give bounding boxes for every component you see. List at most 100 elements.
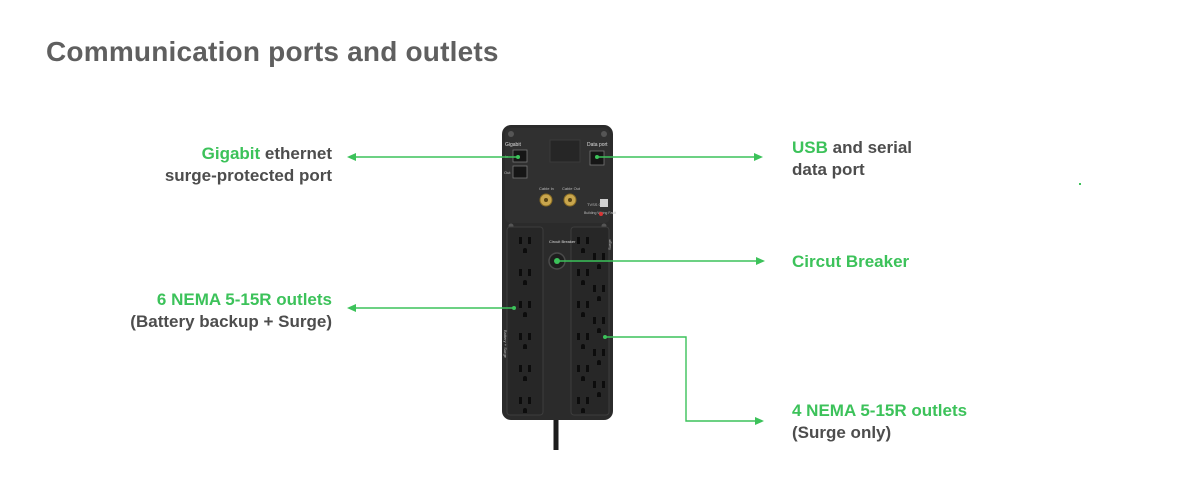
outlet-slot [519, 397, 522, 404]
display-window [549, 139, 581, 163]
outlet-ground-hole [581, 248, 585, 253]
gigabit-arrowhead [347, 153, 356, 161]
wiring-fault-led [599, 212, 603, 216]
outlet-ground-hole [523, 248, 527, 253]
battery-outlets-arrowhead [347, 304, 356, 312]
surge-side-label: Surge [607, 239, 612, 250]
tvss-label: TVSS GND [587, 202, 608, 207]
outlet-ground-hole [597, 360, 601, 365]
battery-outlet-bank [506, 226, 544, 416]
battery-outlets-label: 6 NEMA 5-15R outlets (Battery backup + S… [92, 289, 332, 333]
surge-outlets-anchor-dot [603, 335, 607, 339]
outlet-slot [519, 301, 522, 308]
battery-outlets-anchor-dot [512, 306, 516, 310]
outlet-slot [577, 269, 580, 276]
outlet-ground-hole [597, 296, 601, 301]
outlet-slot [528, 237, 531, 244]
outlet-slot [577, 333, 580, 340]
outlet-ground-hole [581, 280, 585, 285]
outlet-slot [586, 237, 589, 244]
gigabit-port-label: Gigabit [505, 142, 521, 148]
gigabit-rest: ethernet [260, 144, 332, 163]
tvss-ground-screw [600, 199, 608, 207]
cable-out-label: Cable Out [562, 186, 581, 191]
battery-surge-side-label: Battery + Surge [503, 330, 508, 359]
outlet-slot [593, 253, 596, 260]
usb-arrowhead [754, 153, 763, 161]
battery-outlets-line2: (Battery backup + Surge) [130, 312, 332, 331]
screw [508, 131, 514, 137]
surge-outlets-highlight: 4 NEMA 5-15R outlets [792, 401, 968, 420]
usb-anchor-dot [595, 155, 599, 159]
outlet-slot [519, 237, 522, 244]
outlet-slot [602, 317, 605, 324]
usb-line2: data port [792, 160, 865, 179]
coax-out-center [568, 198, 572, 202]
outlet-slot [586, 301, 589, 308]
outlet-slot [528, 333, 531, 340]
surge-outlets-arrowhead [755, 417, 764, 425]
ethernet-port-in [512, 149, 528, 163]
outlet-ground-hole [523, 344, 527, 349]
circuit-breaker-device-label: Circuit Breaker [549, 239, 576, 244]
outlet-slot [528, 397, 531, 404]
surge-outlets-line2: (Surge only) [792, 423, 892, 442]
outlet-ground-hole [523, 376, 527, 381]
outlet-slot [528, 269, 531, 276]
outlet-ground-hole [581, 408, 585, 413]
outlet-ground-hole [523, 280, 527, 285]
outlet-slot [519, 269, 522, 276]
outlet-ground-hole [597, 264, 601, 269]
gigabit-line2: surge-protected port [164, 166, 332, 185]
outlet-ground-hole [597, 392, 601, 397]
breaker-highlight: Circut Breaker [792, 252, 910, 271]
usb-highlight: USB [792, 138, 828, 157]
outlet-slot [602, 349, 605, 356]
breaker-arrowhead [756, 257, 765, 265]
outlet-ground-hole [581, 312, 585, 317]
outlet-slot [528, 301, 531, 308]
outlet-slot [602, 381, 605, 388]
outlet-slot [519, 333, 522, 340]
outlet-slot [593, 349, 596, 356]
surge-outlets-label: 4 NEMA 5-15R outlets (Surge only) [792, 400, 1032, 444]
outlet-slot [528, 365, 531, 372]
outlet-slot [593, 317, 596, 324]
usb-rest: and serial [827, 138, 913, 157]
surge-outlets-callout-line [605, 336, 762, 422]
outlet-slot [586, 365, 589, 372]
outlet-slot [602, 285, 605, 292]
outlet-ground-hole [597, 328, 601, 333]
outlet-ground-hole [523, 408, 527, 413]
surge-outlet-bank [570, 226, 610, 416]
outlet-ground-hole [581, 376, 585, 381]
page-title: Communication ports and outlets [46, 36, 499, 67]
breaker-anchor-dot [555, 259, 559, 263]
outlet-slot [593, 285, 596, 292]
outlet-slot [586, 269, 589, 276]
circuit-breaker-label: Circut Breaker [792, 251, 909, 273]
outlet-ground-hole [523, 312, 527, 317]
outlet-slot [519, 365, 522, 372]
screw [601, 131, 607, 137]
outlet-slot [586, 333, 589, 340]
usb-serial-label: USB and serial data port [792, 137, 1012, 181]
outlet-slot [593, 381, 596, 388]
accent-dot [1079, 183, 1081, 185]
outlet-ground-hole [581, 344, 585, 349]
ups-top-panel [505, 128, 610, 223]
port-out-label: Out [504, 170, 511, 175]
outlet-slot [586, 397, 589, 404]
outlet-slot [602, 253, 605, 260]
ethernet-port-out [512, 165, 528, 179]
outlet-slot [577, 301, 580, 308]
coax-in-center [544, 198, 548, 202]
cable-in-label: Cable In [539, 186, 554, 191]
gigabit-highlight: Gigabit [201, 144, 261, 163]
gigabit-anchor-dot [516, 155, 520, 159]
outlet-slot [577, 365, 580, 372]
battery-outlets-highlight: 6 NEMA 5-15R outlets [156, 290, 332, 309]
battery-outlets-group [519, 237, 531, 413]
gigabit-ethernet-label: Gigabit ethernet surge-protected port [140, 143, 332, 187]
